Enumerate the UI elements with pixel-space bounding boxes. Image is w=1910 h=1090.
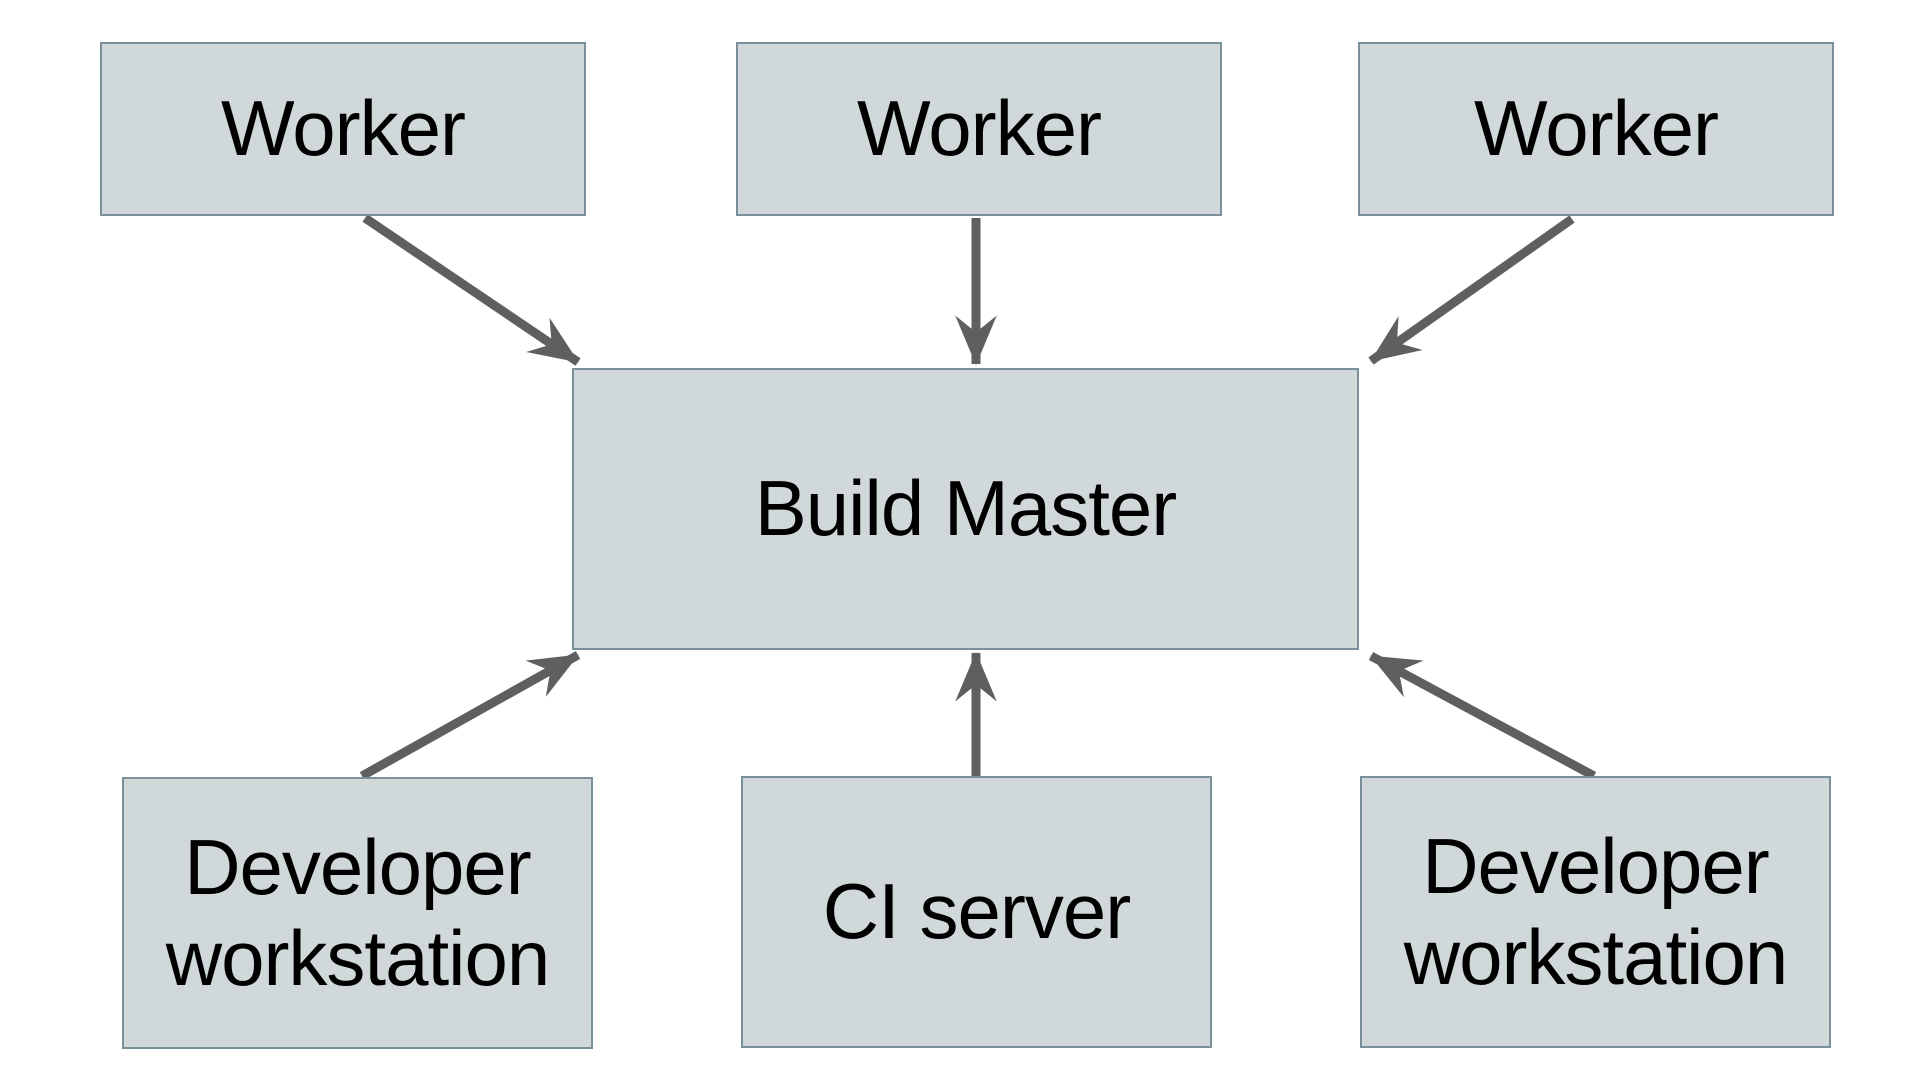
node-build-master: Build Master [572, 368, 1359, 650]
edge-arrow-dev-workstation-1-to-build-master [359, 651, 581, 780]
node-developer-workstation-1-label: Developer workstation [165, 822, 551, 1002]
node-worker-2-label: Worker [857, 84, 1102, 173]
node-build-master-label: Build Master [754, 464, 1177, 553]
node-worker-1-label: Worker [221, 84, 466, 173]
edge-arrow-worker-3-to-build-master [1368, 215, 1575, 365]
node-ci-server-label: CI server [822, 867, 1131, 956]
edge-arrow-worker-1-to-build-master [362, 214, 581, 366]
node-worker-3-label: Worker [1474, 84, 1719, 173]
node-worker-2: Worker [736, 42, 1222, 216]
node-developer-workstation-2: Developer workstation [1360, 776, 1831, 1048]
edge-arrow-dev-workstation-2-to-build-master [1368, 652, 1597, 780]
node-developer-workstation-2-label: Developer workstation [1403, 821, 1789, 1001]
node-worker-1: Worker [100, 42, 586, 216]
node-developer-workstation-1: Developer workstation [122, 777, 593, 1049]
node-worker-3: Worker [1358, 42, 1834, 216]
node-ci-server: CI server [741, 776, 1212, 1048]
